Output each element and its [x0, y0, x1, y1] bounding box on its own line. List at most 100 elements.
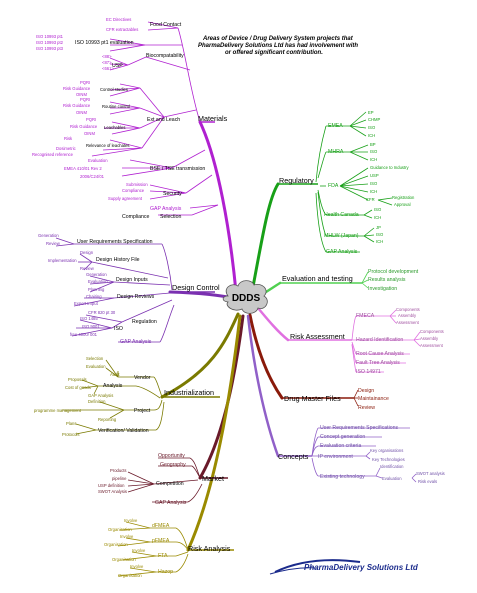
ran-fta: FTA — [158, 553, 168, 559]
trunk-concepts — [246, 314, 280, 458]
dm-review: Review — [358, 405, 375, 411]
eval-protocol: Protocol development — [368, 269, 419, 275]
materials-cs-c: OINM — [76, 92, 87, 97]
materials-ext-leach: Ext and Leach — [147, 117, 180, 123]
ind-pj-b: programme management — [34, 408, 82, 413]
materials-bse: BSE / TSE transmission — [150, 166, 205, 172]
branch-regulatory-labels: Regulatory EMEA EP CHMP ISO ICH MHRA BP … — [279, 110, 415, 255]
materials-bse-a: Evaluation — [88, 158, 108, 163]
materials-iso-a: ISO 10993 pt1 — [36, 34, 64, 39]
reg-fda: FDA — [328, 183, 339, 189]
materials-selection: Selection — [160, 214, 181, 220]
ind-vv-a: Plans — [66, 421, 76, 426]
branch-materials — [91, 21, 219, 216]
reg-hc-b: ICH — [374, 215, 381, 220]
ran-pf-b: Organisation — [104, 542, 128, 547]
reg-mh-b: ISO — [370, 149, 378, 154]
ran-pf-a: Involve — [120, 534, 134, 539]
reg-fd-a: Guidance to Industry — [370, 165, 410, 170]
ra-fta: Fault Tree Analysis — [356, 360, 400, 366]
dc-regulation: Regulation — [132, 319, 157, 325]
materials-lc-c: OINM — [84, 131, 95, 136]
branch-design-control-labels: Design Control User Requirements Specifi… — [38, 233, 220, 345]
dc-dhf-c: Review — [80, 266, 95, 271]
concepts-ip-b: Key Technologies — [372, 457, 405, 462]
ra-hz-c: Assessment — [420, 343, 444, 348]
header: Areas of Device / Drug Delivery System p… — [198, 36, 358, 56]
materials-routine-control: Routine control — [102, 104, 130, 109]
branch-materials-labels: Materials Food Contact EC Directives CFR… — [32, 17, 228, 220]
ind-project: Project — [134, 408, 151, 414]
branch-drug-master-labels: Drug Master Files Design Maintainance Re… — [284, 388, 389, 411]
mk-cp-a: Products — [110, 468, 127, 473]
mk-geography: Geography — [160, 462, 186, 468]
reg-mw-a: JP — [376, 225, 381, 230]
ind-pj-c: Reporting — [98, 417, 117, 422]
ind-analysis: Analysis — [103, 383, 123, 389]
ra-hz-b: Assembly — [420, 336, 439, 341]
ra-fm-a: Components — [396, 307, 420, 312]
header-line-1: Areas of Device / Drug Delivery System p… — [202, 36, 354, 42]
dc-urs: User Requirements Specification — [77, 239, 153, 245]
trunks — [160, 120, 290, 552]
branch-design-control — [55, 237, 215, 343]
dc-rv-b: Expert Imput — [74, 301, 99, 306]
dc-rv-a: Chairing — [86, 294, 102, 299]
materials-label: Materials — [198, 114, 228, 123]
concepts-evaluation: Evaluation criteria — [320, 443, 361, 449]
materials-cs-a: PQRI — [80, 80, 90, 85]
evaluation-label: Evaluation and testing — [282, 274, 353, 283]
dc-is-c: free 4000/ 001 — [70, 332, 98, 337]
materials-gap: GAP Analysis — [150, 206, 182, 212]
branch-drug-master — [282, 389, 359, 407]
reg-mhlw: MHLW (Japan) — [324, 233, 359, 239]
dc-rg-a: CFR 820 pt 30 — [88, 310, 116, 315]
dc-dhf-a: Design — [80, 250, 94, 255]
center-node: DDDS — [222, 280, 268, 314]
reg-mhra: MHRA — [328, 149, 344, 155]
branch-market-labels: Market Opportunity Geography Competition… — [98, 453, 224, 506]
mk-competition: Competition — [156, 481, 184, 487]
mk-gap: GAP Analysis — [155, 500, 187, 506]
market-label: Market — [202, 474, 224, 483]
materials-rl-a: Risk — [64, 136, 73, 141]
branch-industrialization-labels: Industrialization Vendor Selection Evalu… — [34, 356, 214, 437]
dc-reviews: Design Reviews — [117, 294, 155, 300]
reg-em-c: ISO — [368, 125, 376, 130]
branch-industrialization — [62, 359, 220, 435]
branch-concepts — [278, 427, 417, 483]
dc-dhf-b: Implementation — [48, 258, 77, 263]
trunk-risk-analysis — [186, 314, 242, 552]
materials-biocompatability: Biocompatability — [146, 53, 184, 59]
reg-fd-b: USP — [370, 173, 379, 178]
ind-pj-a: Definition — [88, 399, 106, 404]
design-control-label: Design Control — [172, 283, 220, 292]
dm-design: Design — [358, 388, 374, 394]
dc-inputs: Design Inputs — [116, 277, 148, 283]
mk-opportunity: Opportunity — [158, 453, 185, 459]
reg-fd-e: CFR — [366, 197, 375, 202]
reg-emea: EMEA — [328, 123, 343, 129]
concepts-ex-b1: SWOT analysis — [416, 471, 445, 476]
trunk-materials — [198, 120, 238, 294]
reg-mh-c: ICH — [370, 157, 377, 162]
ra-iso: ISO 14971 — [356, 369, 381, 375]
materials-food-contact: Food Contact — [150, 22, 182, 28]
materials-iso-c: ISO 10993 pt3 — [36, 46, 64, 51]
ran-df-b: Organisation — [108, 527, 132, 532]
ra-hazard: Hazard Identification — [356, 337, 403, 343]
ran-ft-b: Organisation — [112, 557, 136, 562]
ind-vendor: Vendor — [134, 375, 151, 381]
eval-investigation: Investigation — [368, 286, 397, 292]
reg-em-a: EP — [368, 110, 374, 115]
company-logo: PharmaDelivery Solutions Ltd — [269, 559, 419, 575]
materials-usp: USP — [112, 63, 123, 69]
materials-usp-b: <87> — [102, 60, 112, 65]
concepts-urs: User Requirements Specifications — [320, 425, 399, 431]
materials-rl-c: Recognised reference — [32, 152, 74, 157]
concepts-ip-a: Key organisations — [370, 448, 403, 453]
header-line-2: PharmaDelivery Solutions Ltd has had inv… — [198, 43, 358, 49]
reg-mw-c: ICH — [376, 239, 383, 244]
ran-hz-b: Organisation — [118, 573, 142, 578]
materials-relevance: Relevance of leachates — [86, 143, 130, 148]
